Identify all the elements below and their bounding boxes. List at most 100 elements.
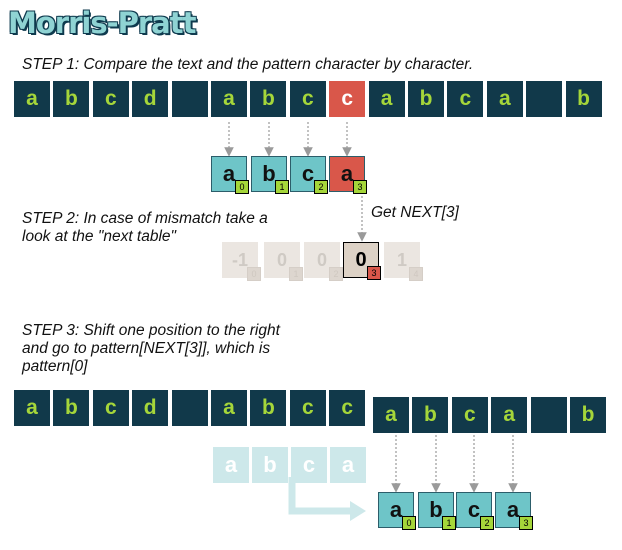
pattern-cell-label: a <box>222 161 236 186</box>
pattern-cell-faded-label: a <box>224 452 238 477</box>
index-badge: 4 <box>409 267 423 281</box>
text-cell-step3: b <box>250 390 287 426</box>
text-cell: b <box>408 81 444 117</box>
text-cell-step3-label: a <box>223 396 235 419</box>
step-1-text: STEP 1: Compare the text and the pattern… <box>22 56 474 73</box>
text-cell-label: c <box>459 87 472 110</box>
text-cell: a <box>14 81 50 117</box>
index-badge: 3 <box>367 266 381 280</box>
text-cell-step3: a <box>373 397 409 433</box>
pattern-cell-label: a <box>340 161 354 186</box>
text-cell: a <box>368 81 405 117</box>
index-badge: 1 <box>275 180 289 194</box>
pattern-cell-shifted-label: b <box>429 497 443 522</box>
next-cell-label: 1 <box>396 249 407 270</box>
text-cell-step3: c <box>329 390 366 426</box>
text-cell: c <box>92 81 129 117</box>
text-cell: c <box>447 81 484 117</box>
pattern-cell-faded-label: a <box>341 452 355 477</box>
text-cell-step3-label: a <box>503 403 516 426</box>
text-cell-step3: d <box>132 390 169 426</box>
next-cell-label: -1 <box>231 249 248 270</box>
text-cell-step3: a <box>14 390 50 426</box>
text-cell: b <box>565 81 602 117</box>
text-cell: a <box>486 81 523 117</box>
text-cell-step3: c <box>92 390 129 426</box>
pattern-cell-faded: b <box>252 447 288 483</box>
text-cell-step3: b <box>570 397 606 433</box>
text-cell-step3-label: c <box>104 396 117 419</box>
text-cell: c <box>329 81 366 117</box>
text-cell: b <box>53 81 90 117</box>
text-cell: b <box>250 81 287 117</box>
text-cell: a <box>211 81 247 117</box>
pattern-cell-faded: c <box>291 447 327 483</box>
text-cell-label: c <box>341 87 354 110</box>
pattern-cell-shifted-label: a <box>506 497 520 522</box>
text-cell-step3-label: c <box>301 396 314 419</box>
text-cell <box>171 81 208 117</box>
index-badge: 3 <box>519 516 533 530</box>
text-cell-label: a <box>223 87 235 110</box>
pattern-cell-faded: a <box>213 447 249 483</box>
text-cell-step3: b <box>53 390 90 426</box>
text-cell-label: b <box>577 87 590 110</box>
step-2-text-line1: STEP 2: In case of mismatch take a <box>22 210 268 227</box>
pattern-cell-shifted-label: c <box>467 497 481 522</box>
pattern-cell-label: c <box>301 161 315 186</box>
text-cell-label: b <box>261 87 275 110</box>
step-3-text-line1: STEP 3: Shift one position to the right <box>22 322 280 339</box>
index-badge: 0 <box>235 180 249 194</box>
step-3-text-line2: and go to pattern[NEXT[3]], which is <box>22 340 271 357</box>
index-badge: 2 <box>329 267 343 281</box>
text-cell-step3: a <box>211 390 247 426</box>
text-cell-label: b <box>64 87 78 110</box>
text-cell-step3-label: b <box>423 403 437 426</box>
text-cell-step3: c <box>451 397 488 433</box>
shift-arrow <box>288 477 366 521</box>
text-cell-step3 <box>171 390 208 426</box>
text-cell-step3-label: c <box>341 396 354 419</box>
text-cell-label: c <box>301 87 314 110</box>
next-cell-label: 0 <box>355 248 367 271</box>
next-cell-label: 0 <box>276 249 287 270</box>
next-cell-label: 0 <box>316 249 327 270</box>
get-next-note: Get NEXT[3] <box>371 204 459 221</box>
text-cell-step3-label: b <box>64 396 78 419</box>
text-cell-label: a <box>26 87 38 110</box>
pattern-cell-faded-label: c <box>302 452 316 477</box>
index-badge: 3 <box>353 180 367 194</box>
text-cell-step3-label: c <box>463 403 476 426</box>
text-cell-step3 <box>530 397 567 433</box>
index-badge: 1 <box>289 267 303 281</box>
text-cell: c <box>289 81 326 117</box>
index-badge: 0 <box>247 267 261 281</box>
page-title: Morris-Pratt <box>8 6 196 40</box>
text-cell-label: d <box>143 87 157 110</box>
text-cell-step3-label: b <box>261 396 275 419</box>
index-badge: 2 <box>480 516 494 530</box>
text-cell-step3: c <box>289 390 326 426</box>
text-cell-step3-label: a <box>26 396 38 419</box>
text-cell-step3-label: b <box>581 403 595 426</box>
text-cell-step3: b <box>412 397 449 433</box>
text-cell <box>526 81 563 117</box>
text-cell-label: c <box>104 87 117 110</box>
index-badge: 2 <box>314 180 328 194</box>
text-cell: d <box>132 81 169 117</box>
pattern-cell-faded-label: b <box>263 452 277 477</box>
pattern-cell-shifted-label: a <box>389 497 403 522</box>
text-cell-step3-label: d <box>143 396 157 419</box>
